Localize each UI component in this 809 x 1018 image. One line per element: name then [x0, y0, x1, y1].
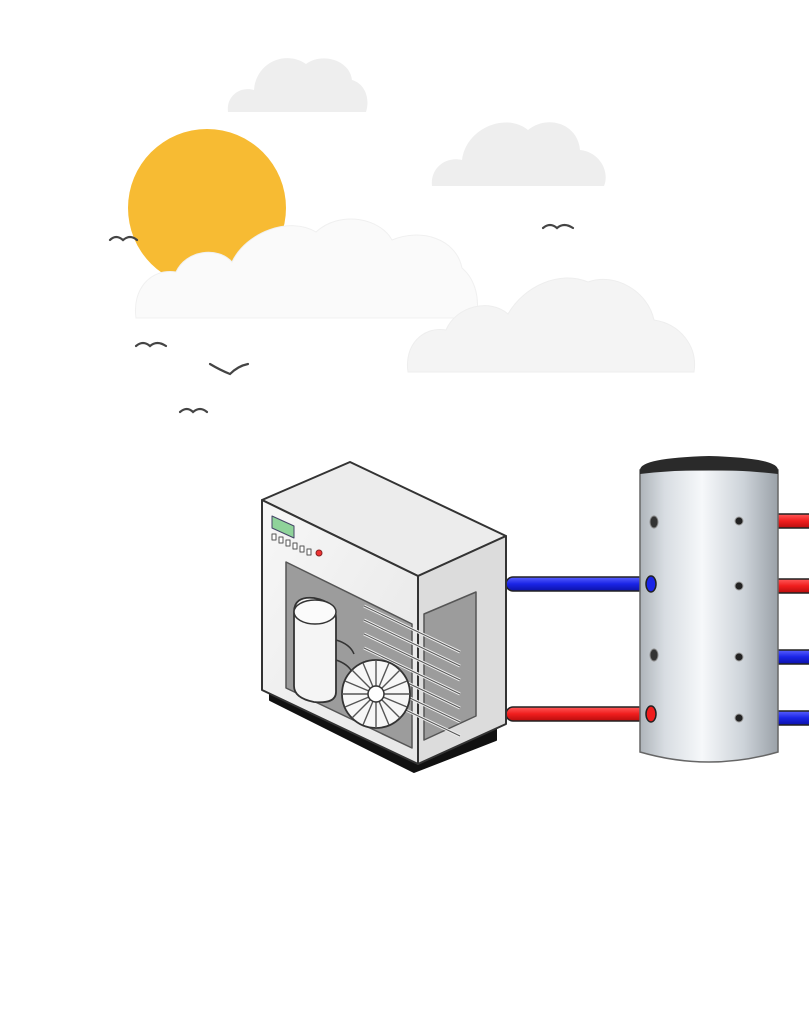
cloud-icon [227, 58, 368, 112]
cloud-icon [134, 218, 478, 319]
buffer-tank [639, 456, 779, 763]
bird-icon [178, 407, 209, 414]
heat-pump-unit [261, 461, 507, 773]
pipe [505, 706, 653, 722]
pipe [505, 576, 653, 592]
cloud-icon [406, 277, 696, 373]
bird-icon [541, 223, 575, 230]
cloud-icon [431, 122, 606, 186]
bird-icon [108, 235, 139, 242]
bird-icon [134, 341, 168, 348]
bird-icon [208, 362, 250, 376]
